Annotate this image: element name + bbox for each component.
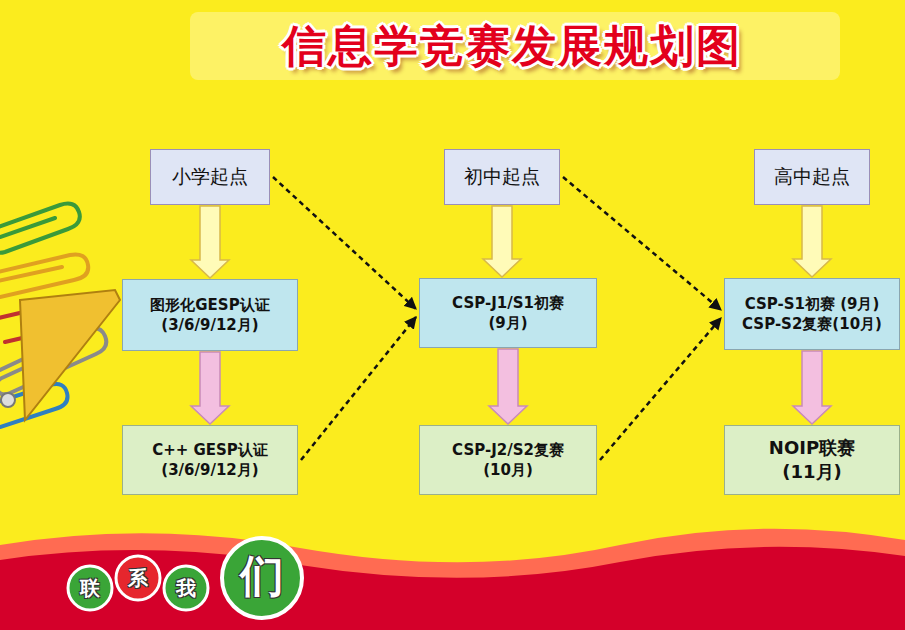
paperclip — [0, 254, 88, 297]
contact-character: 们 — [240, 547, 284, 606]
box-text: 初中起点 — [464, 164, 540, 190]
stage-box: NOIP联赛(11月) — [724, 425, 900, 495]
contact-character: 我 — [176, 575, 196, 602]
stage-box: CSP-J1/S1初赛(9月) — [419, 278, 597, 348]
box-text: NOIP联赛 — [769, 436, 855, 460]
badge-circle — [164, 566, 208, 610]
paperclips — [0, 204, 120, 427]
box-text: CSP-S2复赛(10月) — [742, 314, 882, 334]
block-arrow — [793, 351, 831, 424]
clip-pin — [1, 393, 15, 407]
dotted-arrow — [600, 318, 721, 460]
contact-badges — [68, 538, 302, 618]
paperclip — [0, 204, 80, 253]
box-text: 小学起点 — [172, 164, 248, 190]
bottom-band — [0, 529, 905, 630]
start-box: 小学起点 — [150, 149, 270, 205]
block-arrow — [191, 352, 229, 424]
stage-box: CSP-S1初赛 (9月)CSP-S2复赛(10月) — [724, 278, 900, 350]
block-arrow — [483, 206, 521, 277]
stage-box: CSP-J2/S2复赛(10月) — [419, 425, 597, 495]
start-box: 初中起点 — [444, 149, 560, 205]
diagram-title: 信息学竞赛发展规划图 — [282, 17, 742, 76]
wave-light — [0, 529, 905, 630]
start-box: 高中起点 — [754, 149, 870, 205]
contact-character: 系 — [128, 565, 148, 592]
box-text: 图形化GESP认证 — [150, 295, 269, 315]
box-text: (11月) — [782, 460, 842, 484]
block-arrow — [191, 206, 229, 278]
badge-circle — [68, 566, 112, 610]
box-text: C++ GESP认证 — [152, 440, 268, 460]
wave-dark — [0, 547, 905, 630]
dotted-arrow — [301, 317, 416, 460]
badge-circle — [222, 538, 302, 618]
box-text: 高中起点 — [774, 164, 850, 190]
stage-box: 图形化GESP认证(3/6/9/12月) — [122, 279, 298, 351]
box-text: CSP-J2/S2复赛 — [452, 440, 564, 460]
box-text: (10月) — [483, 460, 533, 480]
box-text: (9月) — [488, 313, 527, 333]
box-text: (3/6/9/12月) — [161, 315, 258, 335]
block-arrow — [793, 206, 831, 277]
block-arrow — [489, 349, 527, 424]
clip-holder — [20, 290, 120, 420]
box-text: (3/6/9/12月) — [161, 460, 258, 480]
title-glow — [190, 12, 840, 80]
box-text: CSP-S1初赛 (9月) — [745, 294, 880, 314]
badge-circle — [116, 556, 160, 600]
stage-box: C++ GESP认证(3/6/9/12月) — [122, 425, 298, 495]
box-text: CSP-J1/S1初赛 — [452, 293, 564, 313]
contact-character: 联 — [80, 575, 100, 602]
